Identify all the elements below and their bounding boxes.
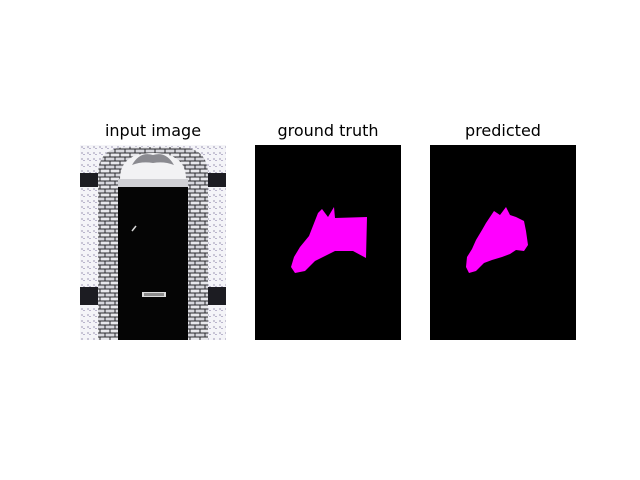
door (118, 187, 188, 340)
input-photo (80, 145, 226, 340)
panel-title: input image (104, 121, 202, 140)
door-knob (131, 225, 137, 232)
mask-region (291, 207, 367, 273)
letterbox-slot (144, 293, 164, 296)
ground-truth-mask (255, 145, 401, 340)
fanlight-detail (132, 154, 174, 165)
door-lintel (118, 179, 188, 187)
door-photo (80, 145, 226, 340)
mask-region (466, 207, 528, 273)
panel-title: ground truth (277, 121, 379, 140)
predicted-canvas (430, 145, 576, 340)
panel-title: predicted (465, 121, 541, 140)
predicted-mask (430, 145, 576, 340)
ground-truth-canvas (255, 145, 401, 340)
